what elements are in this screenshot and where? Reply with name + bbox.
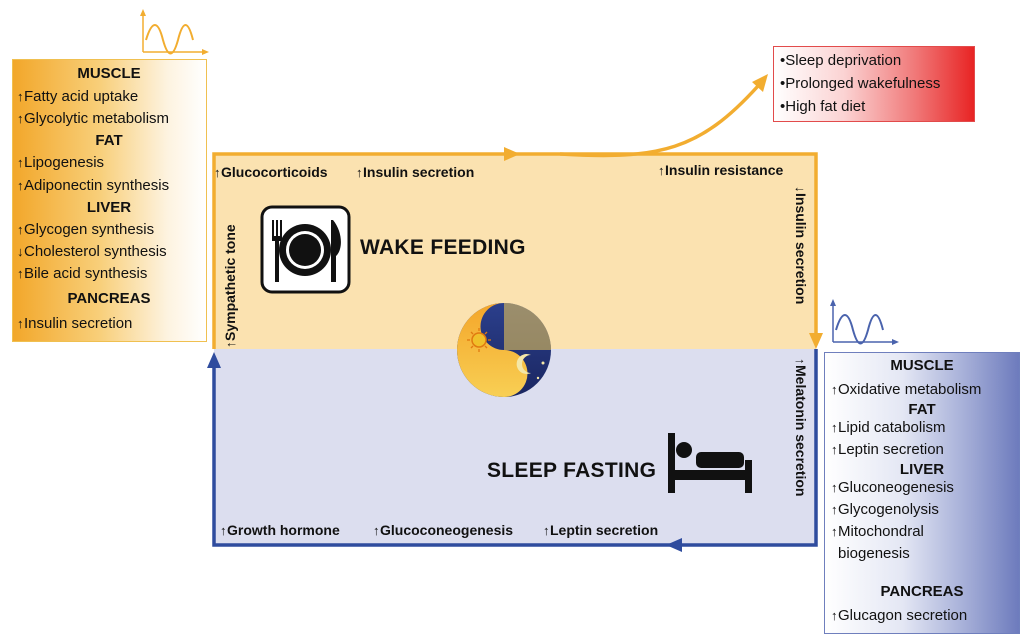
down-arrow-icon: ↓ — [793, 186, 808, 193]
up-arrow-icon: ↑ — [214, 165, 221, 180]
up-arrow-icon: ↑ — [17, 222, 24, 237]
risk-arrowhead — [752, 74, 768, 92]
up-arrow-icon: ↑ — [831, 480, 838, 495]
up-arrow-icon: ↑ — [17, 155, 24, 170]
risk-item: •High fat diet — [780, 98, 866, 115]
up-arrow-icon: ↑ — [831, 420, 838, 435]
fat-heading: FAT — [95, 132, 123, 149]
sleep-arrow-left — [666, 538, 682, 552]
list-item: ↑Oxidative metabolism — [831, 381, 982, 398]
up-arrow-icon: ↑ — [17, 111, 24, 126]
sleep-arrow-up — [207, 352, 221, 368]
muscle-heading: MUSCLE — [77, 65, 141, 82]
list-item: ↑Glycogenolysis — [831, 501, 939, 518]
plate-fork-knife-icon — [260, 205, 351, 294]
list-item: ↑Leptin secretion — [831, 441, 944, 458]
risk-factors-box: •Sleep deprivation •Prolonged wakefulnes… — [773, 46, 975, 122]
sleep-tissue-panel: MUSCLE ↑Oxidative metabolism FAT ↑Lipid … — [824, 352, 1020, 634]
pancreas-heading: PANCREAS — [880, 583, 964, 600]
fat-heading: FAT — [908, 401, 936, 418]
up-arrow-icon: ↑ — [17, 178, 24, 193]
list-item: ↑Mitochondral — [831, 523, 924, 540]
list-item: ↑Fatty acid uptake — [17, 88, 139, 105]
insulin-resistance-label: ↑Insulin resistance — [658, 162, 784, 178]
risk-curve-arrow — [559, 84, 760, 158]
wake-tissue-panel: MUSCLE ↑Fatty acid uptake ↑Glycolytic me… — [12, 59, 207, 342]
liver-heading: LIVER — [899, 461, 945, 478]
up-arrow-icon: ↑ — [831, 608, 838, 623]
glucocorticoids-label: ↑Glucocorticoids — [214, 164, 328, 180]
list-item: ↑Adiponectin synthesis — [17, 177, 170, 194]
up-arrow-icon: ↑ — [356, 165, 363, 180]
wake-arrow-top — [504, 147, 520, 161]
oscillation-wave-icon — [140, 9, 209, 55]
growth-hormone-label: ↑Growth hormone — [220, 522, 340, 538]
up-arrow-icon: ↑ — [17, 316, 24, 331]
list-item: ↑Glycolytic metabolism — [17, 110, 170, 127]
list-item: ↑Insulin secretion — [17, 315, 133, 332]
up-arrow-icon: ↑ — [793, 358, 808, 365]
list-item: ↑Lipid catabolism — [831, 419, 946, 436]
liver-heading: LIVER — [86, 199, 132, 216]
up-arrow-icon: ↑ — [220, 523, 227, 538]
list-item: ↑Bile acid synthesis — [17, 265, 148, 282]
risk-item: •Sleep deprivation — [780, 52, 902, 69]
sympathetic-tone-label: ↑Sympathetic tone — [222, 224, 238, 349]
muscle-heading: MUSCLE — [890, 357, 954, 374]
list-item: biogenesis — [838, 545, 910, 562]
up-arrow-icon: ↑ — [831, 502, 838, 517]
sleep-cycle-path — [212, 349, 818, 547]
up-arrow-icon: ↑ — [831, 524, 838, 539]
up-arrow-icon: ↑ — [831, 442, 838, 457]
melatonin-secretion-label: ↑Melatonin secretion — [793, 358, 809, 497]
sun-moon-yin-yang-icon — [457, 303, 551, 397]
up-arrow-icon: ↑ — [658, 163, 665, 178]
up-arrow-icon: ↑ — [543, 523, 550, 538]
insulin-secretion-top-label: ↑Insulin secretion — [356, 164, 475, 180]
up-arrow-icon: ↑ — [17, 266, 24, 281]
pancreas-heading: PANCREAS — [67, 290, 151, 307]
insulin-secretion-side-label: ↓Insulin secretion — [793, 186, 809, 305]
list-item: ↓Cholesterol synthesis — [17, 243, 167, 260]
list-item: ↑Lipogenesis — [17, 154, 105, 171]
up-arrow-icon: ↑ — [17, 89, 24, 104]
leptin-secretion-label: ↑Leptin secretion — [543, 522, 659, 538]
list-item: ↑Gluconeogenesis — [831, 479, 954, 496]
glucoconeogenesis-label: ↑Glucoconeogenesis — [373, 522, 514, 538]
wake-arrow-down — [809, 333, 823, 349]
wake-feeding-title: WAKE FEEDING — [360, 236, 526, 259]
bed-icon — [668, 433, 752, 493]
down-arrow-icon: ↓ — [17, 244, 24, 259]
risk-item: •Prolonged wakefulness — [780, 75, 941, 92]
up-arrow-icon: ↑ — [223, 341, 238, 349]
up-arrow-icon: ↑ — [831, 382, 838, 397]
list-item: ↑Glycogen synthesis — [17, 221, 155, 238]
sleep-fasting-title: SLEEP FASTING — [487, 459, 657, 482]
list-item: ↑Glucagon secretion — [831, 607, 968, 624]
up-arrow-icon: ↑ — [373, 523, 380, 538]
oscillation-wave-icon — [830, 299, 899, 345]
